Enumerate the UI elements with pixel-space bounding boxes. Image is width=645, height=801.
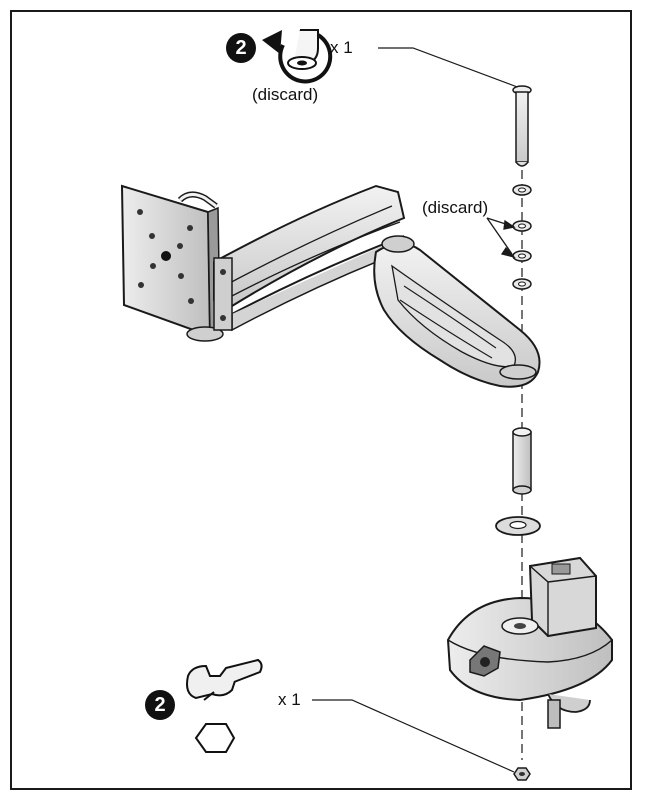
- wrench-icon: [186, 658, 263, 701]
- step-badge-bottom: 2: [145, 690, 175, 720]
- bolt-quantity-label: x 1: [330, 38, 353, 57]
- upper-arm: [213, 184, 407, 332]
- hex-nut: [513, 767, 531, 781]
- lower-arm: [373, 235, 541, 388]
- discard-note-top: (discard): [252, 85, 319, 104]
- bolt: [512, 85, 532, 167]
- washer-stack: [512, 184, 532, 290]
- leader-line-nut: [312, 699, 515, 773]
- spacer-tube: [512, 427, 532, 495]
- leader-line-bolt: [378, 47, 521, 89]
- discard-note-washers: (discard): [422, 198, 489, 217]
- desk-clamp-base: [446, 556, 613, 729]
- diagram-frame: [10, 10, 632, 790]
- discard-arrows: [486, 217, 516, 259]
- vesa-mounting-plate: [120, 184, 224, 342]
- nut-quantity-label: x 1: [278, 690, 301, 709]
- screwdriver-rotate-icon: [262, 29, 333, 84]
- step-badge-top: 2: [226, 33, 256, 63]
- hex-nut-icon: [194, 723, 236, 753]
- base-washer: [495, 516, 541, 536]
